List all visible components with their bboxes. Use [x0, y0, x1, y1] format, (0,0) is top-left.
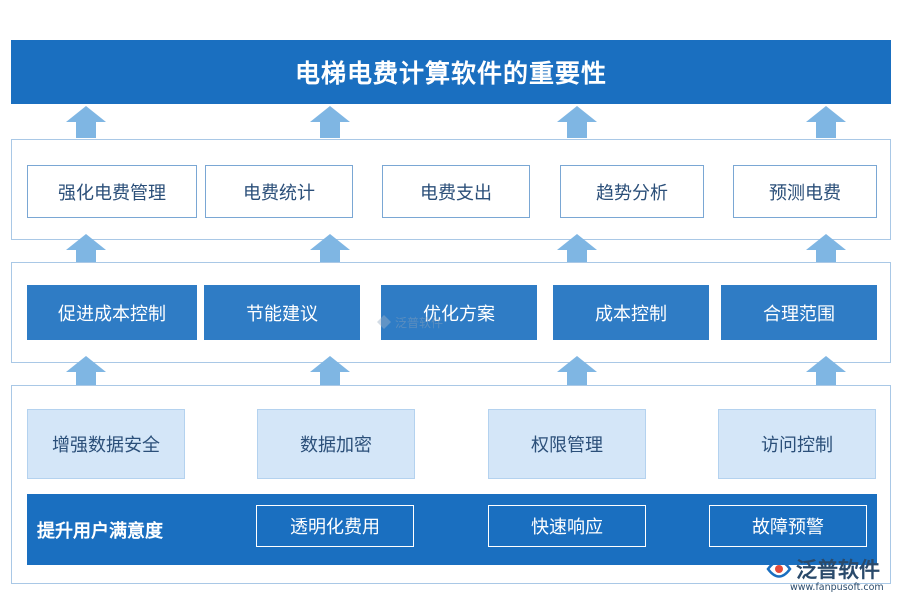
up-arrow-icon — [66, 356, 106, 388]
brand-logo-icon — [766, 560, 792, 578]
up-arrow-icon — [66, 234, 106, 266]
row3-box-label: 数据加密 — [300, 435, 372, 456]
row1-box: 强化电费管理 — [27, 165, 197, 218]
up-arrow-icon — [806, 356, 846, 388]
up-arrow-icon — [557, 106, 597, 138]
title-bar: 电梯电费计算软件的重要性 — [11, 40, 891, 104]
row3-box-label: 增强数据安全 — [52, 435, 160, 456]
up-arrow-icon — [66, 106, 106, 138]
row3-box-label: 权限管理 — [531, 435, 603, 456]
diagram-title: 电梯电费计算软件的重要性 — [294, 59, 607, 88]
row3-box: 数据加密 — [257, 409, 415, 479]
row1-box-label: 强化电费管理 — [58, 182, 166, 204]
row2-box: 合理范围 — [721, 285, 877, 340]
band-item: 透明化费用 — [256, 505, 414, 547]
band-item-label: 透明化费用 — [290, 517, 380, 538]
row1-box: 预测电费 — [733, 165, 877, 218]
watermark-center-text: 泛普软件 — [395, 315, 444, 330]
row2-box-label: 合理范围 — [763, 303, 835, 325]
watermark-center: 泛普软件 — [376, 312, 456, 332]
row3-box-label: 访问控制 — [761, 435, 833, 456]
watermark-brand: 泛普软件 www.fanpusoft.com — [766, 554, 894, 598]
row2-box-label: 优化方案 — [423, 303, 495, 325]
row2-box: 促进成本控制 — [27, 285, 197, 340]
up-arrow-icon — [310, 356, 350, 388]
row3-box: 访问控制 — [718, 409, 876, 479]
band-item: 快速响应 — [488, 505, 646, 547]
row1-box: 电费支出 — [382, 165, 530, 218]
up-arrow-icon — [806, 234, 846, 266]
up-arrow-icon — [557, 234, 597, 266]
row2-box: 成本控制 — [553, 285, 709, 340]
up-arrow-icon — [310, 106, 350, 138]
row2-box: 优化方案 — [381, 285, 537, 340]
band-item-label: 故障预警 — [752, 517, 824, 538]
row1-box-label: 预测电费 — [769, 182, 841, 204]
up-arrow-icon — [310, 234, 350, 266]
band-item: 故障预警 — [709, 505, 867, 547]
row1-box: 趋势分析 — [560, 165, 704, 218]
up-arrow-icon — [557, 356, 597, 388]
row2-box-label: 节能建议 — [246, 303, 318, 325]
row1-box-label: 电费支出 — [420, 182, 492, 204]
row1-box: 电费统计 — [205, 165, 353, 218]
brand-name: 泛普软件 — [796, 558, 880, 582]
brand-url: www.fanpusoft.com — [790, 582, 884, 593]
row1-box-label: 趋势分析 — [596, 182, 668, 204]
row2-box: 节能建议 — [204, 285, 360, 340]
band-label: 提升用户满意度 — [37, 494, 237, 565]
watermark-logo-icon — [377, 315, 391, 329]
row3-box: 增强数据安全 — [27, 409, 185, 479]
row2-box-label: 成本控制 — [595, 303, 667, 325]
row2-box-label: 促进成本控制 — [58, 303, 166, 325]
band-label-text: 提升用户满意度 — [37, 520, 163, 542]
row3-box: 权限管理 — [488, 409, 646, 479]
row1-box-label: 电费统计 — [243, 182, 315, 204]
up-arrow-icon — [806, 106, 846, 138]
band-item-label: 快速响应 — [531, 517, 603, 538]
